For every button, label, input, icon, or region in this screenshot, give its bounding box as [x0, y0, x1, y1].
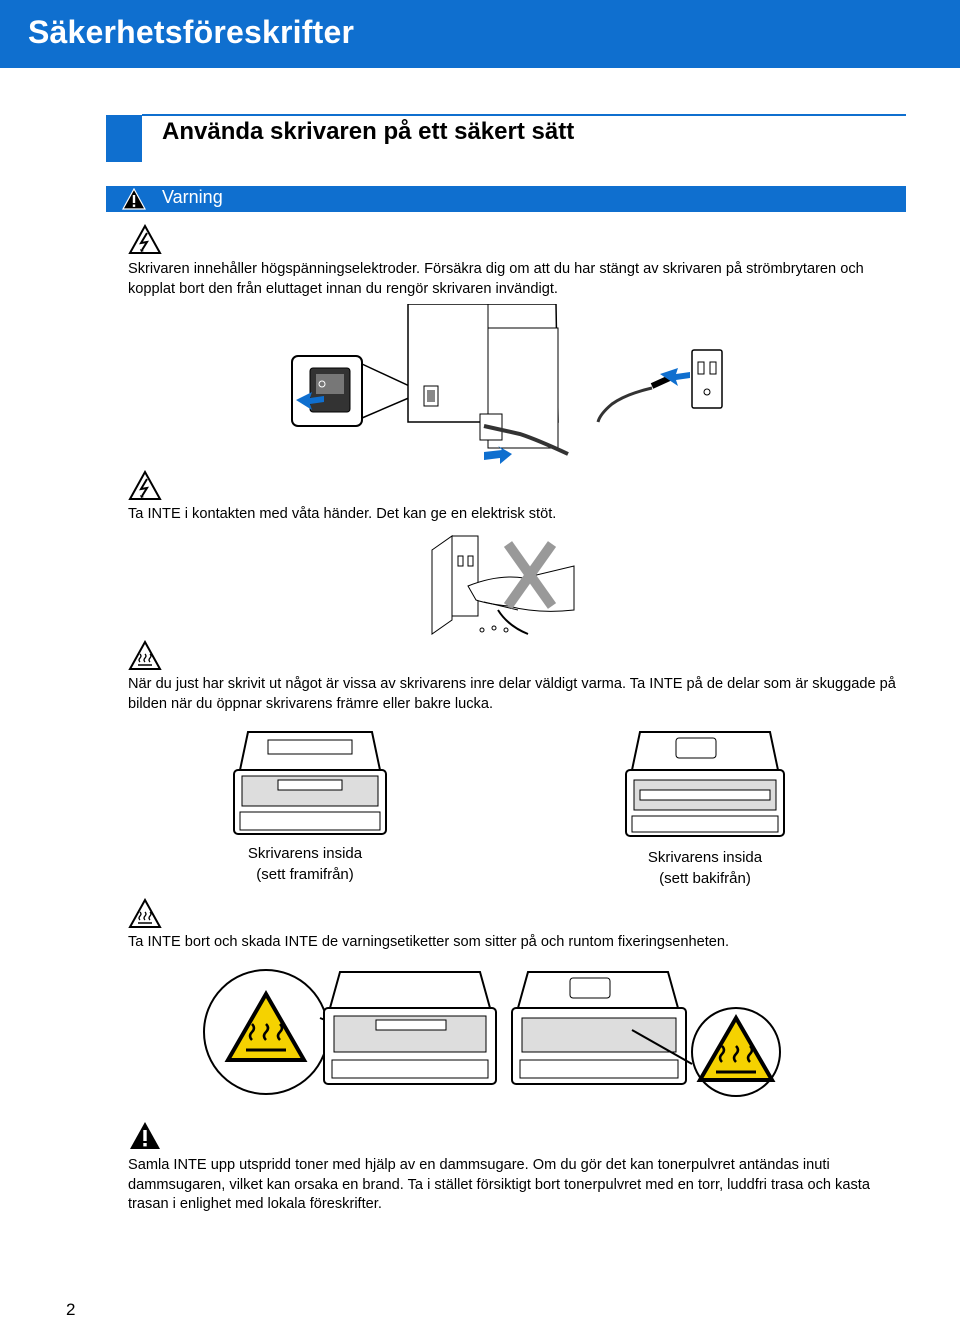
printer-front-illustration	[228, 730, 392, 840]
hot-surface-icon	[128, 898, 162, 929]
section-marker	[106, 115, 142, 162]
caption-front-line2: (sett framifrån)	[256, 866, 354, 883]
hot-surface-icon	[128, 640, 162, 671]
section-rule	[142, 114, 906, 116]
warning-text-1: Skrivaren innehåller högspänningselektro…	[128, 261, 864, 297]
warning-label: Varning	[162, 187, 223, 207]
warning-icon	[128, 1120, 162, 1151]
caption-back-line1: Skrivarens insida	[647, 849, 763, 866]
electric-shock-icon	[128, 224, 162, 255]
caption-front-line1: Skrivarens insida	[247, 845, 363, 862]
warning-text-2: Ta INTE i kontakten med våta händer. Det…	[128, 506, 557, 522]
printer-back-illustration	[620, 730, 790, 842]
fuser-label-illustration	[200, 968, 800, 1098]
header-bar	[0, 0, 960, 68]
warning-text-4: Ta INTE bort och skada INTE de varningse…	[128, 934, 730, 950]
power-off-illustration	[288, 304, 748, 470]
warning-text-3: När du just har skrivit ut något är viss…	[128, 676, 896, 712]
warning-text-5: Samla INTE upp utspridd toner med hjälp …	[128, 1157, 870, 1212]
electric-shock-icon	[128, 470, 162, 501]
page-number: 2	[66, 1300, 76, 1319]
caption-back: Skrivarens insida (sett bakifrån)	[620, 847, 790, 889]
caption-back-line2: (sett bakifrån)	[659, 870, 751, 887]
warning-bar	[106, 186, 906, 212]
page-title: Säkerhetsföreskrifter	[28, 14, 355, 50]
wet-hands-illustration	[428, 530, 578, 640]
section-title: Använda skrivaren på ett säkert sätt	[162, 118, 575, 145]
warning-icon	[122, 188, 146, 210]
caption-front: Skrivarens insida (sett framifrån)	[220, 843, 390, 885]
